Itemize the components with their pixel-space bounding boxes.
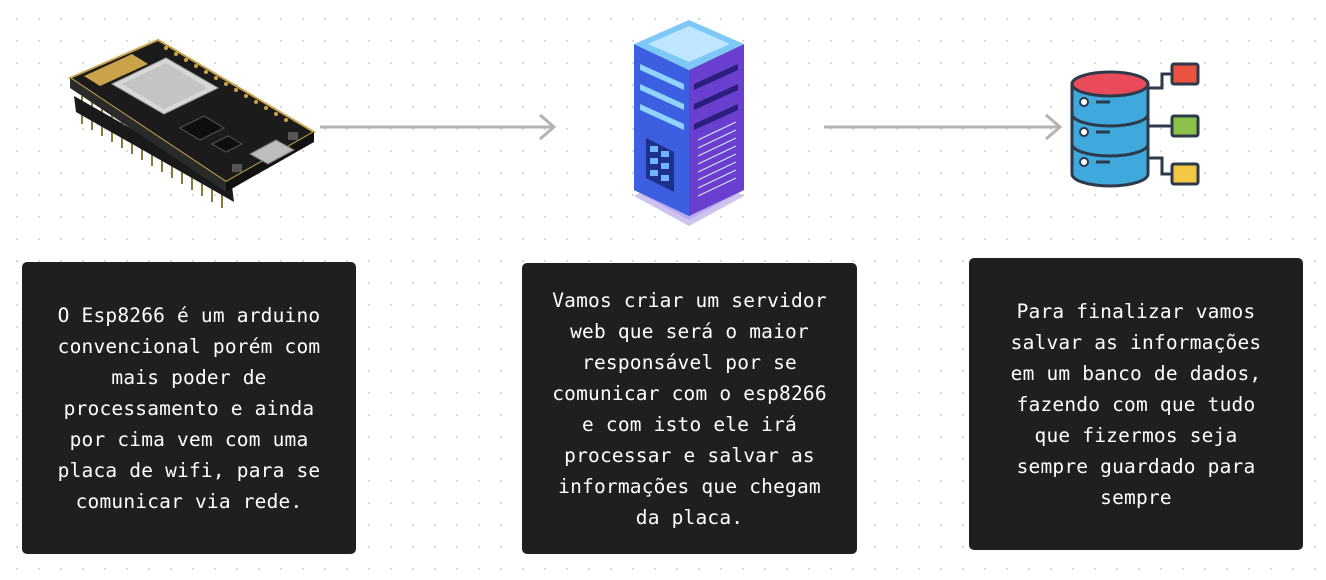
esp8266-description-text: O Esp8266 é um arduino convencional poré… (57, 303, 321, 513)
database-description-card: Para finalizar vamos salvar as informaçõ… (969, 258, 1303, 550)
server-icon (634, 20, 744, 226)
arrow-server-to-database (824, 113, 1063, 141)
esp8266-board-icon (67, 38, 316, 208)
esp8266-description-card: O Esp8266 é um arduino convencional poré… (22, 262, 356, 554)
server-description-card: Vamos criar um servidor web que será o m… (522, 263, 857, 554)
server-description-text: Vamos criar um servidor web que será o m… (552, 288, 827, 529)
database-icon (1070, 62, 1200, 188)
arrow-esp-to-server (320, 113, 557, 141)
database-description-text: Para finalizar vamos salvar as informaçõ… (1010, 299, 1262, 509)
